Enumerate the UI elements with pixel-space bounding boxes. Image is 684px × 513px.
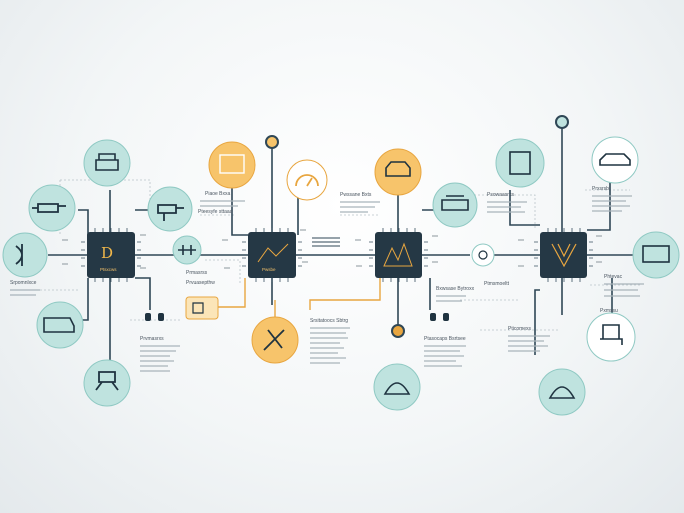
node-wrench[interactable] — [251, 316, 299, 364]
label-14: Phtevac — [604, 274, 623, 280]
node-engine-part[interactable] — [28, 184, 76, 232]
chip-1-glyph: D — [101, 244, 113, 262]
machine-icon — [441, 195, 469, 211]
chip-2[interactable]: Pwsbe — [248, 232, 296, 278]
chip-1[interactable]: D Ptsxcws — [87, 232, 135, 278]
label-1: Piaoe Bxxa — [205, 191, 231, 197]
vehicle-top-icon — [385, 161, 411, 177]
node-drill[interactable] — [147, 186, 193, 232]
gauge-icon — [295, 174, 319, 187]
car-icon — [599, 153, 631, 166]
node-vehicle-top[interactable] — [374, 148, 422, 196]
node-helmet[interactable] — [373, 363, 421, 411]
chip-pins — [81, 228, 593, 282]
chip-1-label: Ptsxcws — [100, 267, 117, 272]
node-document[interactable] — [208, 141, 256, 189]
node-machine[interactable] — [432, 182, 478, 228]
label-10: Bxwsase Bytroxx — [436, 286, 475, 292]
pin-labels — [62, 229, 602, 269]
label-15: Pticomexs — [508, 326, 532, 332]
robot-icon — [95, 371, 119, 391]
chip-2-label: Pwsbe — [262, 267, 276, 272]
document-icon — [219, 154, 245, 174]
helmet-icon — [383, 382, 411, 395]
panel-icon — [509, 151, 531, 175]
valve-icon — [178, 245, 196, 255]
accent-connectors — [218, 278, 381, 340]
label-16: Pxmssu — [600, 308, 618, 314]
solid-connectors — [48, 125, 636, 360]
node-car-seat[interactable] — [83, 139, 131, 187]
node-sensor[interactable] — [471, 243, 495, 267]
node-helmet-2[interactable] — [538, 368, 586, 416]
chip-4-v-logo-icon — [551, 243, 577, 268]
monitor-icon — [642, 245, 670, 263]
card-icon — [192, 302, 204, 314]
label-9: Psowaasrxs — [487, 192, 514, 198]
node-document-2[interactable] — [185, 296, 219, 320]
headlight-icon — [15, 244, 23, 266]
label-7: Srsitatoocs Sbtrg — [310, 318, 348, 324]
text-labels: Piaoe Bxxa Pteesyfe sttaaa Pwssane Bxts … — [10, 186, 623, 342]
label-4: Srpomnlxce — [10, 280, 37, 286]
text-lines — [10, 195, 644, 372]
node-valve[interactable] — [172, 235, 202, 265]
node-car[interactable] — [591, 136, 639, 184]
small-component-1 — [145, 313, 164, 321]
label-12: Ptasocaps Bsrtsee — [424, 336, 466, 342]
node-top-dot-1 — [265, 135, 279, 149]
chip-4[interactable] — [540, 232, 587, 278]
sensor-icon — [478, 250, 488, 260]
label-11: Ptmsmoeltt — [484, 281, 510, 287]
small-component-2 — [430, 313, 449, 321]
node-light[interactable] — [2, 232, 48, 278]
node-panel[interactable] — [495, 138, 545, 188]
node-monitor[interactable] — [632, 231, 680, 279]
label-8: Prvmasrxs — [140, 336, 164, 342]
node-bottom-dot — [391, 324, 405, 338]
vehicle-icon — [43, 317, 75, 333]
label-5: Prmasrss — [186, 270, 208, 276]
node-seat[interactable] — [586, 312, 636, 362]
node-top-dot-2 — [555, 115, 569, 129]
label-13: Prxsrsbl — [592, 186, 610, 192]
seat-icon — [600, 324, 623, 345]
drill-icon — [157, 204, 184, 221]
chip-2-trace-icon — [257, 243, 289, 263]
label-2: Pteesyfe sttaaa — [198, 209, 233, 215]
node-gauge[interactable] — [286, 159, 328, 201]
car-seat-icon — [95, 153, 119, 171]
node-vehicle[interactable] — [36, 301, 84, 349]
engine-part-icon — [32, 203, 66, 213]
label-3: Pwssane Bxts — [340, 192, 372, 198]
coil-component — [312, 237, 340, 247]
chip-3-mountain-icon — [383, 242, 413, 267]
helmet-icon — [548, 386, 576, 399]
node-robot[interactable] — [83, 359, 131, 407]
wrench-icon — [263, 329, 285, 351]
label-6: Prvuasepthw — [186, 280, 215, 286]
chip-3[interactable] — [375, 232, 422, 278]
